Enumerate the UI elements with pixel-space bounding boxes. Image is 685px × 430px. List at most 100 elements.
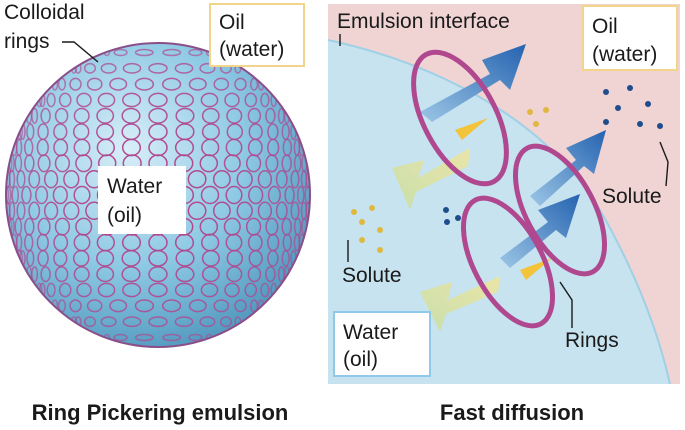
sphere-ring [223, 154, 241, 173]
sphere-ring [248, 249, 263, 267]
sphere-ring [148, 92, 168, 108]
sphere-ring [293, 154, 302, 173]
oil-label-box-left [209, 3, 305, 67]
sphere-ring [290, 169, 300, 189]
sphere-ring [96, 107, 115, 124]
sphere-ring [83, 62, 97, 74]
sphere-ring [200, 92, 219, 108]
sphere-ring [199, 62, 216, 74]
sphere-ring [109, 299, 128, 313]
water-label-left-line2: (oil) [107, 204, 142, 227]
water-label-right-line1: Water [343, 321, 398, 344]
sphere-ring [260, 282, 270, 298]
sphere-ring [37, 154, 51, 173]
sphere-ring [175, 266, 195, 283]
solute-particles [351, 85, 663, 253]
sphere-ring [46, 92, 56, 108]
sphere-ring [290, 201, 300, 221]
sphere-ring [267, 249, 279, 267]
sphere-ring [175, 107, 195, 124]
sphere-ring [188, 299, 207, 313]
sphere-ring [281, 154, 292, 173]
sphere-ring [43, 169, 59, 189]
sphere-ring [188, 77, 207, 91]
sphere-ring [174, 92, 194, 108]
sphere-ring [148, 107, 168, 124]
sphere-ring [16, 201, 26, 221]
sphere-ring [188, 48, 203, 57]
sphere-ring [174, 316, 194, 328]
solute-right-leader-line [659, 141, 669, 187]
sphere-ring [121, 107, 141, 124]
sphere-ring [201, 266, 220, 283]
sphere-ring [122, 282, 142, 298]
rings-group [411, 49, 608, 329]
sphere-ring [187, 169, 207, 189]
sphere-ring [265, 266, 276, 283]
water-label-right-line2: (oil) [343, 348, 378, 371]
sphere-ring [43, 201, 59, 221]
sphere-ring [46, 282, 56, 298]
blue-arrow-bottom [500, 194, 580, 268]
water-label-box-left [98, 166, 186, 234]
sphere-ring [226, 249, 244, 267]
sphere-ring [187, 201, 207, 221]
sphere-ring [245, 154, 262, 173]
sphere-ring [244, 92, 258, 108]
blue-arrow-middle [530, 130, 606, 206]
sphere-ring [28, 169, 41, 189]
caption-right: Fast diffusion [440, 400, 584, 425]
sphere-ring [161, 77, 182, 91]
sphere-ring [234, 77, 247, 91]
sphere-ring [201, 107, 220, 124]
sphere-ring [275, 201, 288, 221]
sphere-ring [224, 282, 240, 298]
sphere-ring [100, 316, 117, 328]
sphere-ring [14, 154, 23, 173]
water-region [328, 40, 670, 384]
sphere-ring [148, 62, 168, 74]
sphere-ring [201, 249, 220, 267]
sphere-ring [234, 299, 247, 313]
sphere-ring [69, 299, 82, 313]
sphere-ring [54, 154, 71, 173]
ring-top [411, 49, 509, 187]
sphere-ring [31, 266, 39, 283]
sphere-ring [248, 185, 264, 205]
ring-middle [512, 143, 608, 277]
sphere-ring [40, 266, 51, 283]
sphere-ring [16, 169, 26, 189]
sphere-ring [134, 299, 155, 313]
sphere-ring [121, 249, 141, 267]
sphere-ring [109, 77, 128, 91]
sphere-ring [83, 316, 97, 328]
sphere-ring [200, 185, 220, 205]
sphere-ring [260, 92, 270, 108]
sphere-ring [54, 107, 69, 124]
sphere-ring [175, 249, 195, 267]
sphere-ring [267, 185, 281, 205]
sphere-ring [122, 316, 142, 328]
sphere-ring [73, 107, 90, 124]
sphere-ring [100, 62, 117, 74]
sphere-ring [28, 201, 41, 221]
sphere-ring [122, 62, 142, 74]
sphere-ring [31, 107, 39, 124]
sphere-ring [161, 299, 182, 313]
blue-arrow-top [420, 44, 526, 122]
sphere-ring [284, 185, 295, 205]
sphere-ring [134, 333, 154, 342]
colloidal-label-line1: Colloidal [4, 1, 85, 24]
sphere-ring [162, 333, 182, 342]
oil-label-right-line2: (water) [592, 43, 657, 66]
sphere-ring [188, 333, 203, 342]
sphere-ring [8, 169, 16, 189]
sphere-ring [213, 299, 230, 313]
sphere-ring [257, 201, 273, 221]
sphere-ring [113, 333, 128, 342]
sphere-ring [58, 282, 72, 298]
sphere-ring [174, 62, 194, 74]
sphere-ring [54, 266, 69, 283]
sphere-ring [148, 249, 168, 267]
